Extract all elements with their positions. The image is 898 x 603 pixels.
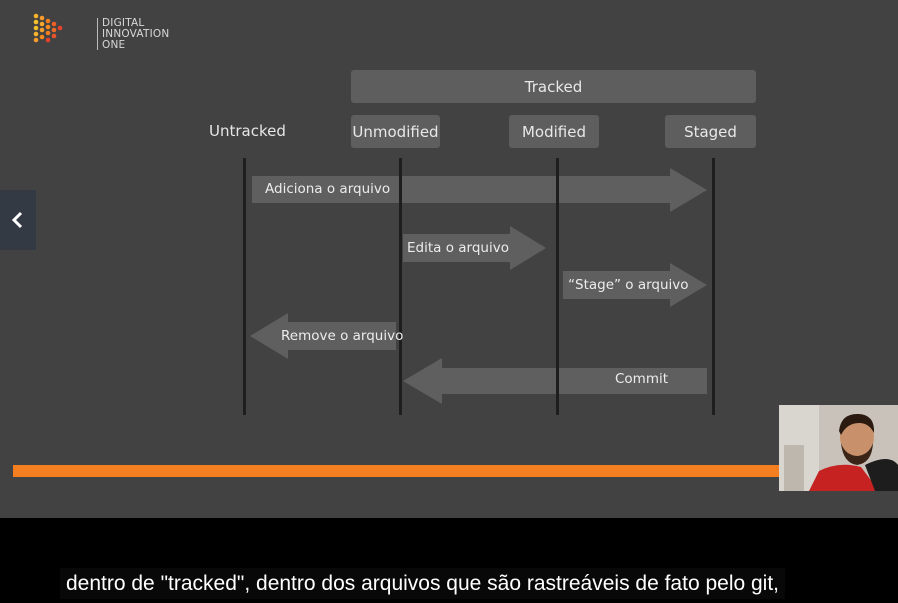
- untracked-line: [243, 158, 246, 415]
- modified-line: [556, 158, 559, 415]
- edit-arrow: [403, 226, 546, 270]
- logo-divider: [97, 18, 98, 50]
- add-arrow-label: Adiciona o arquivo: [265, 181, 391, 197]
- remove-arrow: [250, 313, 396, 359]
- slide: DIGITAL INNOVATION ONE Tracked Untracked…: [0, 0, 898, 518]
- commit-arrow-label: Commit: [615, 371, 669, 387]
- tracked-header: Tracked: [351, 70, 756, 103]
- state-unmodified: Unmodified: [351, 115, 440, 148]
- webcam-video: [779, 405, 898, 491]
- commit-arrow: [403, 358, 707, 404]
- presenter-image: [779, 405, 898, 491]
- logo-line: INNOVATION: [102, 28, 170, 40]
- stage-arrow-label: “Stage” o arquivo: [568, 277, 689, 293]
- staged-line: [712, 158, 715, 415]
- state-modified: Modified: [509, 115, 599, 148]
- unmodified-line: [399, 158, 402, 415]
- logo-text: DIGITAL INNOVATION ONE: [102, 18, 169, 51]
- logo-line: ONE: [102, 39, 126, 51]
- add-arrow: [252, 168, 707, 212]
- transition-arrows: [250, 168, 707, 404]
- dio-logo: DIGITAL INNOVATION ONE: [30, 8, 169, 51]
- remove-arrow-label: Remove o arquivo: [281, 328, 404, 344]
- subtitle-caption: dentro de "tracked", dentro dos arquivos…: [60, 568, 786, 599]
- edit-arrow-label: Edita o arquivo: [407, 240, 509, 256]
- logo-icon: [33, 13, 63, 43]
- prev-slide-button[interactable]: [0, 190, 36, 250]
- stage-arrow: [563, 263, 707, 307]
- logo-line: DIGITAL: [102, 17, 145, 29]
- state-untracked: Untracked: [209, 122, 286, 140]
- state-staged: Staged: [665, 115, 756, 148]
- progress-bar[interactable]: [13, 465, 779, 477]
- chevron-left-icon: [11, 211, 23, 229]
